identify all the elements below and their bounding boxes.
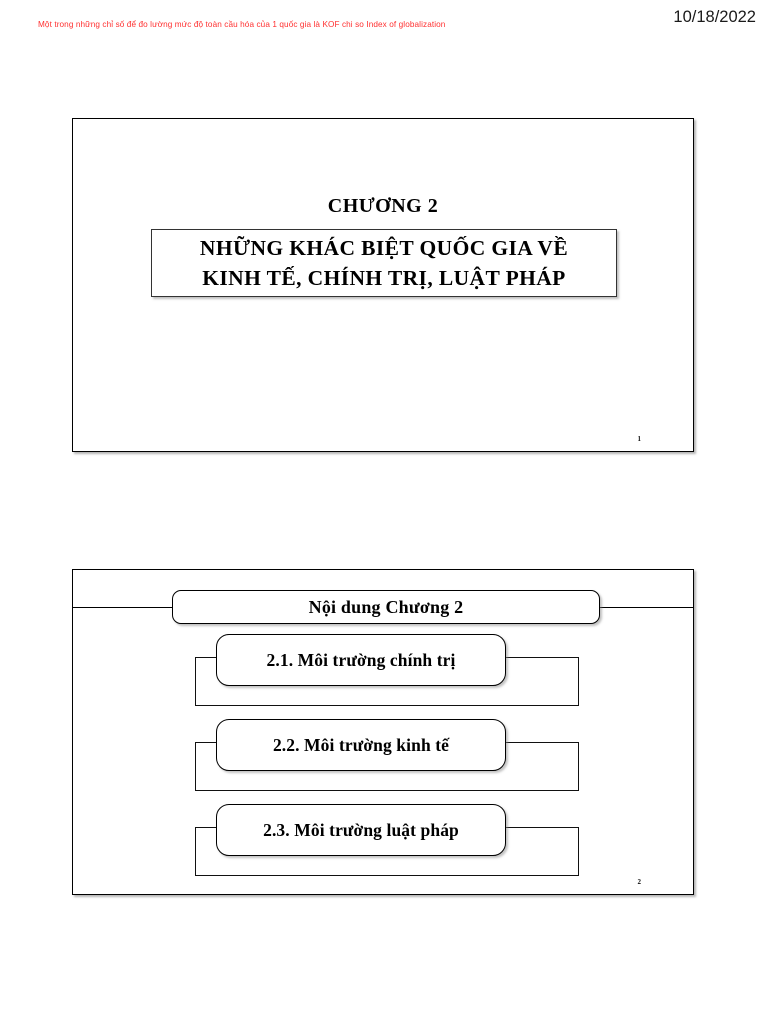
agenda-item-2-box[interactable]: 2.2. Môi trường kinh tế: [216, 719, 506, 771]
chapter-title-box: NHỮNG KHÁC BIỆT QUỐC GIA VỀ KINH TẾ, CHÍ…: [151, 229, 617, 297]
chapter-title-line-2: KINH TẾ, CHÍNH TRỊ, LUẬT PHÁP: [202, 266, 566, 290]
chapter-title-line-1: NHỮNG KHÁC BIỆT QUỐC GIA VỀ: [199, 236, 569, 260]
chapter-label: CHƯƠNG 2: [327, 195, 439, 217]
agenda-item-3-box[interactable]: 2.3. Môi trường luật pháp: [216, 804, 506, 856]
agenda-header-text: Nội dung Chương 2: [308, 596, 464, 617]
agenda-header-box: Nội dung Chương 2: [172, 590, 600, 624]
agenda-item-2-label: 2.2. Môi trường kinh tế: [272, 734, 450, 755]
agenda-item-2: 2.2. Môi trường kinh tế: [73, 717, 693, 801]
slide-1: CHƯƠNG 2 NHỮNG KHÁC BIỆT QUỐC GIA VỀ KIN…: [72, 118, 694, 452]
header-date: 10/18/2022: [673, 8, 756, 26]
page-header: Một trong những chỉ số để đo lường mức đ…: [0, 0, 768, 48]
slide-number: 2: [637, 878, 642, 886]
red-annotation-text: Một trong những chỉ số để đo lường mức đ…: [38, 20, 446, 29]
slide-number: 1: [637, 435, 642, 443]
agenda-item-1-label: 2.1. Môi trường chính trị: [266, 649, 456, 670]
slide-2: Nội dung Chương 2 2.1. Môi trường chính …: [72, 569, 694, 895]
agenda-item-3-label: 2.3. Môi trường luật pháp: [263, 819, 459, 840]
agenda-item-3: 2.3. Môi trường luật pháp: [73, 802, 693, 886]
agenda-item-1-box[interactable]: 2.1. Môi trường chính trị: [216, 634, 506, 686]
agenda-item-1: 2.1. Môi trường chính trị: [73, 632, 693, 716]
